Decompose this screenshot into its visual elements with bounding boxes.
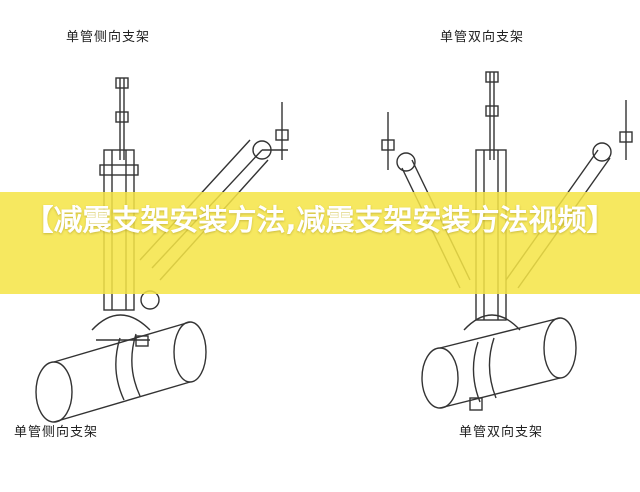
caption-top-right: 单管双向支架	[440, 30, 525, 45]
caption-bottom-left: 单管侧向支架	[14, 425, 99, 440]
banner-title: 【减震支架安装方法,减震支架安装方法视频】	[24, 203, 616, 237]
title-banner	[0, 192, 640, 294]
caption-top-left: 单管侧向支架	[66, 30, 151, 45]
caption-bottom-right: 单管双向支架	[459, 425, 544, 440]
